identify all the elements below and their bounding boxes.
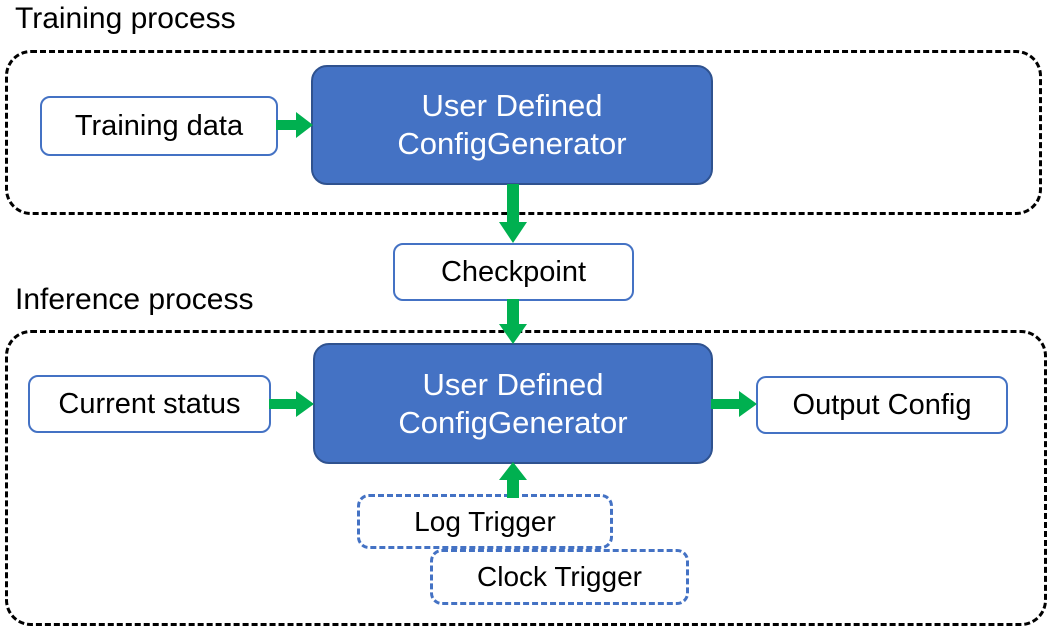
training-process-label-line2: ConfigGenerator — [397, 126, 627, 161]
training-process-label-line1: User Defined — [421, 88, 603, 123]
training-user-defined-configgenerator-node[interactable]: User Defined ConfigGenerator — [311, 65, 713, 185]
arrow-right-current-status-to-process-icon — [269, 389, 315, 419]
inference-process-group — [5, 330, 1047, 626]
training-data-label: Training data — [74, 109, 244, 142]
current-status-node[interactable]: Current status — [28, 375, 271, 433]
output-config-label: Output Config — [792, 388, 972, 421]
arrow-right-process-to-output-config-icon — [711, 389, 759, 419]
output-config-node[interactable]: Output Config — [756, 376, 1008, 434]
arrow-down-process-to-checkpoint-icon — [497, 184, 529, 244]
training-process-title: Training process — [15, 2, 236, 35]
training-process-group — [5, 50, 1042, 215]
inference-process-title: Inference process — [15, 283, 254, 316]
clock-trigger-label: Clock Trigger — [477, 561, 642, 592]
inference-process-label-line1: User Defined — [422, 366, 604, 402]
current-status-label: Current status — [58, 387, 241, 420]
clock-trigger-node[interactable]: Clock Trigger — [430, 549, 689, 605]
checkpoint-label: Checkpoint — [440, 255, 587, 288]
checkpoint-node[interactable]: Checkpoint — [393, 243, 634, 301]
arrow-up-triggers-to-process-icon — [497, 462, 529, 498]
arrow-right-training-data-to-process-icon — [276, 110, 314, 140]
inference-user-defined-configgenerator-node[interactable]: User Defined ConfigGenerator — [313, 343, 713, 464]
log-trigger-node[interactable]: Log Trigger — [357, 494, 613, 549]
log-trigger-label: Log Trigger — [414, 505, 556, 537]
inference-process-label-line2: ConfigGenerator — [398, 404, 628, 440]
training-data-node[interactable]: Training data — [40, 96, 278, 156]
arrow-down-checkpoint-to-process-icon — [497, 299, 529, 345]
